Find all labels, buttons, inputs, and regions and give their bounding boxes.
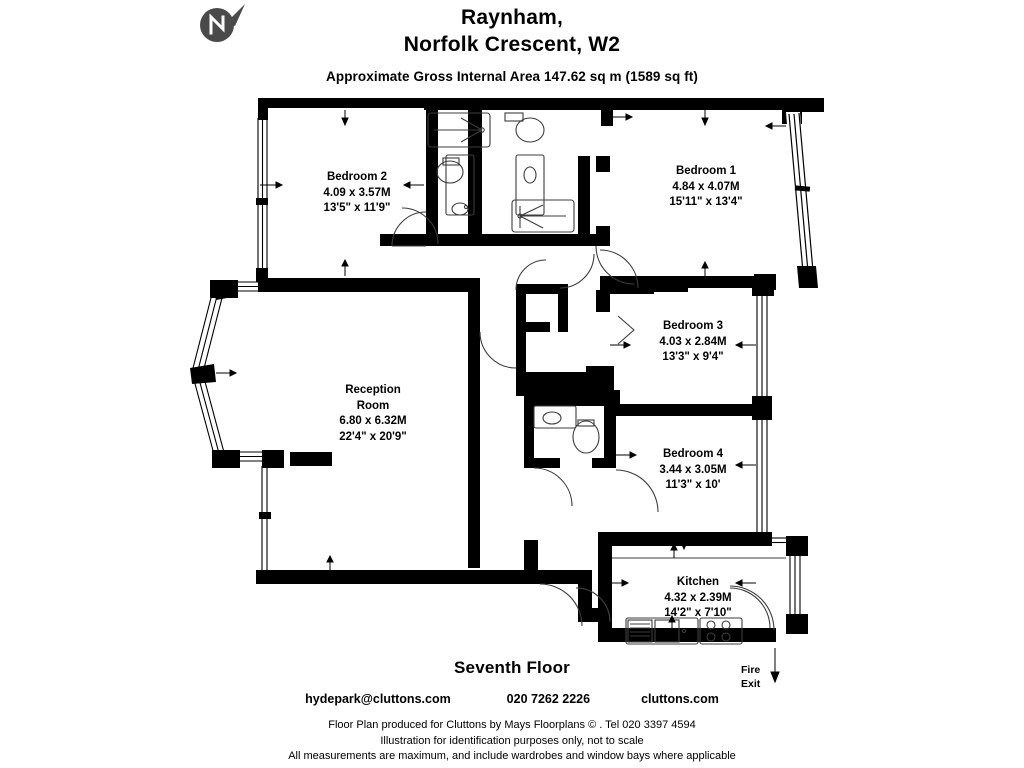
room-metric-dimensions: 4.84 x 4.07M [672,180,740,193]
room-name: Bedroom 2 [326,171,388,183]
room-label-bedroom-4: Bedroom 4 3.44 x 3.05M 11'3" x 10' [628,447,758,494]
compass-rose [196,2,250,50]
bath-icon [427,112,491,148]
gross-internal-area-note: Approximate Gross Internal Area 147.62 s… [326,69,698,84]
disclaimer-line-3: All measurements are maximum, and includ… [288,750,736,762]
room-name: Bedroom 1 [675,165,737,177]
fire-exit-line2: Exit [741,678,761,690]
room-imperial-dimensions: 14'2" x 7'10" [664,607,732,619]
wall-group [190,98,824,642]
wc-fixtures [533,405,600,454]
room-metric-dimensions: 4.03 x 2.84M [659,335,727,348]
page-title-line2: Norfolk Crescent, W2 [403,33,621,56]
toilet-icon [572,420,600,454]
room-metric-dimensions: 3.44 x 3.05M [659,463,727,476]
hob-icon [699,617,743,645]
toilet-icon [436,160,464,184]
room-name: Kitchen [676,576,720,588]
room-name: Bedroom 4 [662,448,724,460]
room-label-reception-room: Reception Room 6.80 x 6.32M 22'4" x 20'9… [313,383,433,445]
contact-email[interactable]: hydepark@cluttons.com [305,692,451,706]
door-swings [391,207,775,631]
dimension-arrows [216,110,786,684]
room-label-bedroom-2: Bedroom 2 4.09 x 3.57M 13'5" x 11'9" [292,170,422,217]
contact-phone[interactable]: 020 7262 2226 [506,692,591,706]
disclaimer-line-1: Floor Plan produced for Cluttons by Mays… [328,719,696,731]
bathroom-fixtures [427,112,575,233]
compass-north-icon [200,4,245,42]
kitchen-sink-icon [625,617,699,645]
fire-exit-line1: Fire [741,664,761,676]
room-imperial-dimensions: 11'3" x 10' [665,479,721,491]
room-metric-dimensions: 6.80 x 6.32M [339,415,407,427]
toilet-icon [515,117,545,143]
kitchen-fixtures [625,617,743,645]
basin-icon [533,405,577,429]
fire-exit-annotation: Fire Exit [741,663,760,691]
room-imperial-dimensions: 13'5" x 11'9" [323,202,391,214]
page-title-line1: Raynham, [461,6,563,29]
disclaimer-line-2: Illustration for identification purposes… [380,734,644,747]
room-label-bedroom-3: Bedroom 3 4.03 x 2.84M 13'3" x 9'4" [628,319,758,366]
room-imperial-dimensions: 15'11" x 13'4" [669,196,743,208]
room-metric-dimensions: 4.32 x 2.39M [664,591,732,604]
disclaimer-block: Floor Plan produced for Cluttons by Mays… [0,718,1024,765]
contact-row: hydepark@cluttons.com 020 7262 2226 clut… [0,692,1024,706]
room-name: Reception [345,384,401,396]
contact-website[interactable]: cluttons.com [641,692,719,706]
room-name: Bedroom 3 [662,320,724,332]
basin-icon [515,154,545,216]
room-imperial-dimensions: 22'4" x 20'9" [339,430,407,443]
room-imperial-dimensions: 13'3" x 9'4" [662,351,724,363]
bath-icon [511,199,575,233]
floor-name: Seventh Floor [454,658,570,677]
room-name-continued: Room [356,399,390,412]
room-label-bedroom-1: Bedroom 1 4.84 x 4.07M 15'11" x 13'4" [641,164,771,211]
room-metric-dimensions: 4.09 x 3.57M [323,186,391,199]
room-label-kitchen: Kitchen 4.32 x 2.39M 14'2" x 7'10" [633,575,763,622]
page-header: Raynham, Norfolk Crescent, W2 Approximat… [0,0,1024,84]
